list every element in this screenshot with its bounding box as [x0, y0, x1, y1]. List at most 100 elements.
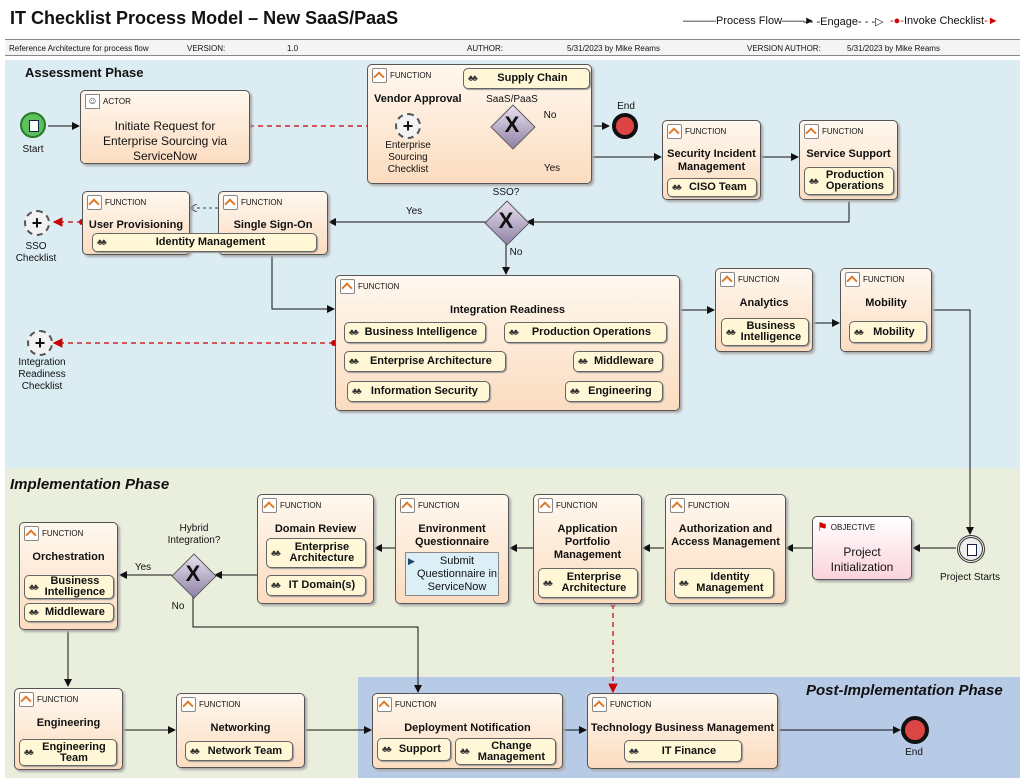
tag-business-intelligence[interactable]: ♣♣Business Intelligence — [344, 322, 486, 343]
analytics-title: Analytics — [739, 297, 789, 309]
function-icon — [377, 697, 392, 712]
function-mobility[interactable]: FUNCTION Mobility ♣♣Mobility — [840, 268, 932, 352]
group-icon: ♣♣ — [543, 577, 553, 588]
tag-information-security[interactable]: ♣♣Information Security — [347, 381, 490, 402]
group-icon: ♣♣ — [726, 326, 736, 337]
tag-production-operations[interactable]: ♣♣Production Operations — [504, 322, 667, 343]
integration-checklist-label: Integration Readiness Checklist — [18, 357, 66, 392]
tag-middleware[interactable]: ♣♣Middleware — [573, 351, 663, 372]
function-authorization[interactable]: FUNCTION Authorization and Access Manage… — [665, 494, 786, 604]
header-vauthor-label: VERSION AUTHOR: — [743, 39, 843, 56]
group-icon: ♣♣ — [24, 747, 34, 757]
function-engineering[interactable]: FUNCTION Engineering ♣♣Engineering Team — [14, 688, 123, 770]
domain-title: Domain Review — [274, 523, 357, 535]
tag-production-operations[interactable]: ♣♣Production Operations — [804, 167, 894, 195]
function-analytics[interactable]: FUNCTION Analytics ♣♣Business Intelligen… — [715, 268, 813, 352]
function-orchestration[interactable]: FUNCTION Orchestration ♣♣Business Intell… — [19, 522, 118, 630]
tag-support[interactable]: ♣♣Support — [377, 738, 451, 761]
document-icon: ▶ — [408, 556, 415, 566]
tag-mobility[interactable]: ♣♣Mobility — [849, 321, 927, 343]
project-starts-event[interactable] — [957, 535, 985, 563]
doc-submit-questionnaire[interactable]: ▶ Submit Questionnaire in ServiceNow — [405, 552, 499, 596]
tag-ciso-team[interactable]: ♣♣CISO Team — [667, 178, 757, 197]
group-icon: ♣♣ — [629, 745, 639, 756]
tag-enterprise-architecture[interactable]: ♣♣Enterprise Architecture — [266, 538, 366, 568]
objective-title: Project Initialization — [830, 545, 894, 574]
function-integration-readiness[interactable]: FUNCTION Integration Readiness ♣♣Busines… — [335, 275, 680, 411]
function-technology-business-management[interactable]: FUNCTION Technology Business Management … — [587, 693, 778, 769]
group-icon: ♣♣ — [190, 745, 200, 756]
function-icon — [592, 697, 607, 712]
header-vauthor: 5/31/2023 by Mike Reams — [843, 39, 1020, 56]
tag-identity-management[interactable]: ♣♣Identity Management — [674, 568, 774, 598]
group-icon: ♣♣ — [271, 547, 281, 558]
tag-business-intelligence[interactable]: ♣♣Business Intelligence — [24, 575, 114, 599]
sso-checklist-icon[interactable]: + — [24, 210, 50, 236]
tag-enterprise-architecture[interactable]: ♣♣Enterprise Architecture — [344, 351, 506, 372]
gateway-sso-x: X — [498, 208, 514, 233]
sso-checklist-label: SSO Checklist — [15, 241, 57, 264]
group-icon: ♣♣ — [352, 386, 362, 396]
actor-initiate-request[interactable]: ☺ACTOR Initiate Request for Enterprise S… — [80, 90, 250, 164]
tag-middleware[interactable]: ♣♣Middleware — [24, 603, 114, 622]
tag-enterprise-architecture[interactable]: ♣♣Enterprise Architecture — [538, 568, 638, 598]
tag-engineering[interactable]: ♣♣Engineering — [565, 381, 663, 402]
group-icon: ♣♣ — [29, 607, 39, 617]
mobility-title: Mobility — [865, 297, 907, 309]
function-icon — [87, 195, 102, 210]
function-icon — [538, 498, 553, 513]
networking-title: Networking — [210, 722, 271, 734]
integration-checklist-icon[interactable]: + — [27, 330, 53, 356]
end-label-post: End — [905, 747, 923, 758]
start-event[interactable] — [20, 112, 46, 138]
tag-it-domains[interactable]: ♣♣IT Domain(s) — [266, 575, 366, 596]
start-label: Start — [22, 144, 44, 155]
function-networking[interactable]: FUNCTION Networking ♣♣Network Team — [176, 693, 305, 768]
gateway-sso-no: No — [509, 247, 523, 258]
header-author-label: AUTHOR: — [463, 39, 563, 56]
gateway-hybrid-x: X — [185, 561, 201, 586]
provisioning-title: User Provisioning — [88, 219, 184, 231]
function-service-support[interactable]: FUNCTION Service Support ♣♣Production Op… — [799, 120, 898, 200]
function-icon — [24, 526, 39, 541]
enterprise-sourcing-checklist-icon[interactable]: + — [395, 113, 421, 139]
tag-change-management[interactable]: ♣♣Change Management — [455, 738, 556, 765]
end-event-post[interactable] — [901, 716, 929, 744]
gateway-saas-no: No — [543, 110, 557, 121]
function-security-incident[interactable]: FUNCTION Security Incident Management ♣♣… — [662, 120, 761, 200]
function-icon — [262, 498, 277, 513]
flag-icon: ⚑ — [817, 520, 828, 534]
group-icon: ♣♣ — [570, 386, 580, 396]
tag-supply-chain[interactable]: ♣♣Supply Chain — [463, 68, 590, 89]
legend-engage: - - -Engage- - -▷ — [803, 16, 884, 28]
vendor-title: Vendor Approval — [374, 93, 462, 105]
function-domain-review[interactable]: FUNCTION Domain Review ♣♣Enterprise Arch… — [257, 494, 374, 604]
header-ref: Reference Architecture for process flow — [5, 39, 183, 56]
gateway-saas-yes: Yes — [543, 163, 561, 174]
tag-engineering-team[interactable]: ♣♣Engineering Team — [19, 739, 117, 766]
function-application-portfolio[interactable]: FUNCTION Application Portfolio Managemen… — [533, 494, 642, 604]
tag-identity-management[interactable]: ♣♣Identity Management — [92, 233, 317, 252]
page-title: IT Checklist Process Model – New SaaS/Pa… — [10, 8, 399, 28]
group-icon: ♣♣ — [349, 356, 359, 366]
assessment-phase-label: Assessment Phase — [25, 65, 144, 80]
tag-business-intelligence[interactable]: ♣♣Business Intelligence — [721, 318, 809, 346]
objective-project-initialization[interactable]: ⚑OBJECTIVE Project Initialization — [812, 516, 912, 580]
gateway-sso-label: SSO? — [492, 187, 520, 198]
group-icon: ♣♣ — [97, 237, 107, 247]
function-deployment-notification[interactable]: FUNCTION Deployment Notification ♣♣Suppo… — [372, 693, 563, 769]
actor-title: Initiate Request for Enterprise Sourcing… — [102, 119, 228, 163]
deploy-title: Deployment Notification — [404, 722, 531, 734]
gateway-hybrid-label: Hybrid Integration? — [167, 523, 221, 546]
end-event[interactable] — [612, 113, 638, 139]
legend-process-flow: ———Process Flow——► — [683, 15, 815, 27]
tag-network-team[interactable]: ♣♣Network Team — [185, 741, 293, 761]
list-icon — [29, 120, 39, 132]
tag-it-finance[interactable]: ♣♣IT Finance — [624, 740, 742, 762]
function-environment-questionnaire[interactable]: FUNCTION Environment Questionnaire ▶ Sub… — [395, 494, 509, 604]
function-icon — [845, 272, 860, 287]
orchestration-title: Orchestration — [32, 551, 105, 563]
function-icon — [720, 272, 735, 287]
function-icon — [372, 68, 387, 83]
function-icon — [181, 697, 196, 712]
